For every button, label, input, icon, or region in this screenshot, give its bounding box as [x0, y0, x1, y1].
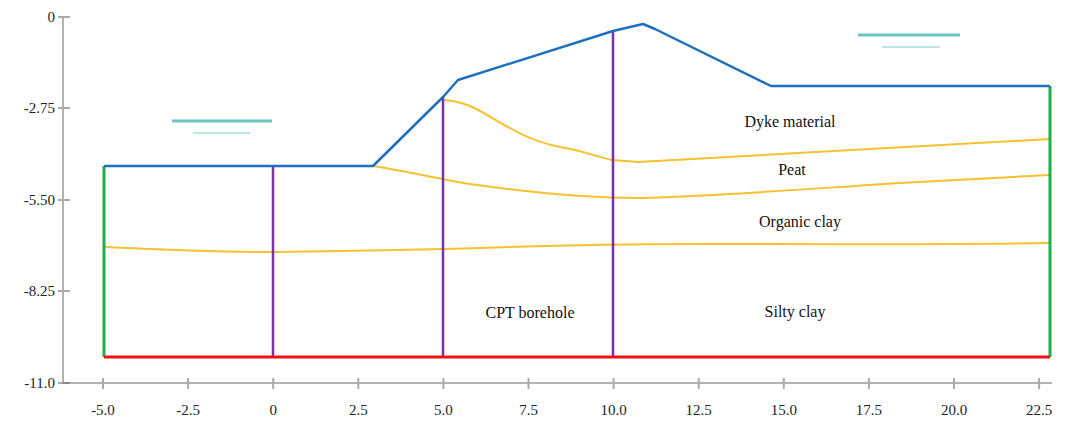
x-tick	[102, 378, 104, 389]
side-boundary	[103, 166, 106, 357]
water-level	[882, 46, 940, 48]
layer-label: Peat	[778, 162, 806, 178]
axis-label: 10.0	[600, 403, 626, 418]
layer-label: Dyke material	[744, 114, 835, 130]
x-tick	[613, 378, 615, 389]
peat-clay-boundary	[373, 166, 1050, 198]
base-boundary	[104, 356, 1050, 359]
x-tick	[783, 378, 785, 389]
axis-label: 0	[269, 403, 277, 418]
x-tick	[868, 378, 870, 389]
x-tick	[357, 378, 359, 389]
x-axis	[63, 383, 1052, 384]
x-tick	[528, 378, 530, 389]
axis-label: -5.0	[91, 403, 115, 418]
cpt-borehole	[612, 31, 615, 357]
axis-label: -5.50	[24, 193, 55, 208]
layer-label: Silty clay	[765, 304, 826, 320]
dyke-peat-boundary	[443, 100, 1050, 162]
x-tick	[187, 378, 189, 389]
layer-label: Organic clay	[759, 214, 841, 230]
axis-label: 2.5	[349, 403, 368, 418]
cpt-borehole	[442, 97, 445, 357]
axis-label: 20.0	[941, 403, 967, 418]
clay-silty-boundary	[104, 243, 1050, 252]
cpt-borehole	[272, 166, 275, 357]
axis-label: 17.5	[856, 403, 882, 418]
axis-label: 15.0	[771, 403, 797, 418]
axis-label: 5.0	[434, 403, 453, 418]
x-tick	[272, 378, 274, 389]
axis-label: 22.5	[1026, 403, 1052, 418]
ground-surface	[104, 24, 1050, 166]
axis-label: 0	[48, 10, 56, 25]
water-level	[858, 34, 960, 37]
x-tick	[1038, 378, 1040, 389]
water-level	[193, 132, 250, 134]
layer-label: CPT borehole	[485, 305, 574, 321]
axis-label: 7.5	[519, 403, 538, 418]
x-tick	[698, 378, 700, 389]
axis-label: -2.75	[24, 101, 55, 116]
x-ticks	[103, 378, 1039, 389]
side-boundary	[1049, 86, 1052, 357]
axis-label: -2.5	[176, 403, 200, 418]
axis-label: 12.5	[686, 403, 712, 418]
axis-label: -8.25	[24, 284, 55, 299]
x-tick	[953, 378, 955, 389]
water-level	[172, 120, 272, 123]
x-tick	[442, 378, 444, 389]
axis-label: -11.0	[24, 376, 55, 391]
y-ticks	[58, 17, 70, 383]
